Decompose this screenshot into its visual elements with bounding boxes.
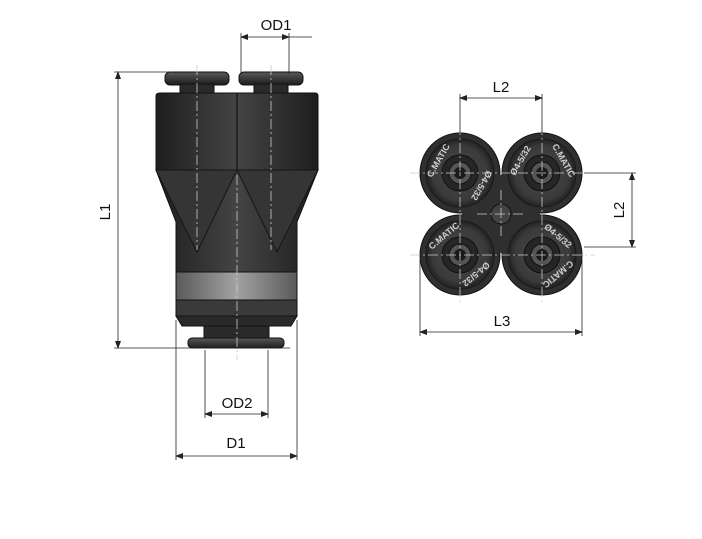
l2-top-label: L2 xyxy=(493,79,510,96)
dimension-od1 xyxy=(240,33,312,74)
dimension-l1 xyxy=(114,71,290,349)
bottom-port xyxy=(187,325,285,349)
top-view: C.MATIC Ø4-5/32 C.MATIC Ø4-5/32 C.MATIC … xyxy=(410,79,636,336)
top-port-caps xyxy=(164,71,304,95)
d1-label: D1 xyxy=(226,435,245,452)
top-view-centerlines xyxy=(410,125,595,305)
side-view: OD1 L1 OD2 D1 xyxy=(97,17,319,460)
dimension-l3 xyxy=(419,260,583,336)
dimension-l2-side xyxy=(584,172,636,248)
od1-label: OD1 xyxy=(261,17,292,34)
l2-side-label: L2 xyxy=(611,202,628,219)
dimension-l2-top xyxy=(459,94,543,133)
fitting-body xyxy=(155,92,319,327)
l3-label: L3 xyxy=(494,313,511,330)
dimension-d1 xyxy=(175,320,298,460)
centerlines xyxy=(196,65,272,360)
l1-label: L1 xyxy=(97,204,114,221)
od2-label: OD2 xyxy=(222,395,253,412)
dimension-od2 xyxy=(204,350,269,418)
